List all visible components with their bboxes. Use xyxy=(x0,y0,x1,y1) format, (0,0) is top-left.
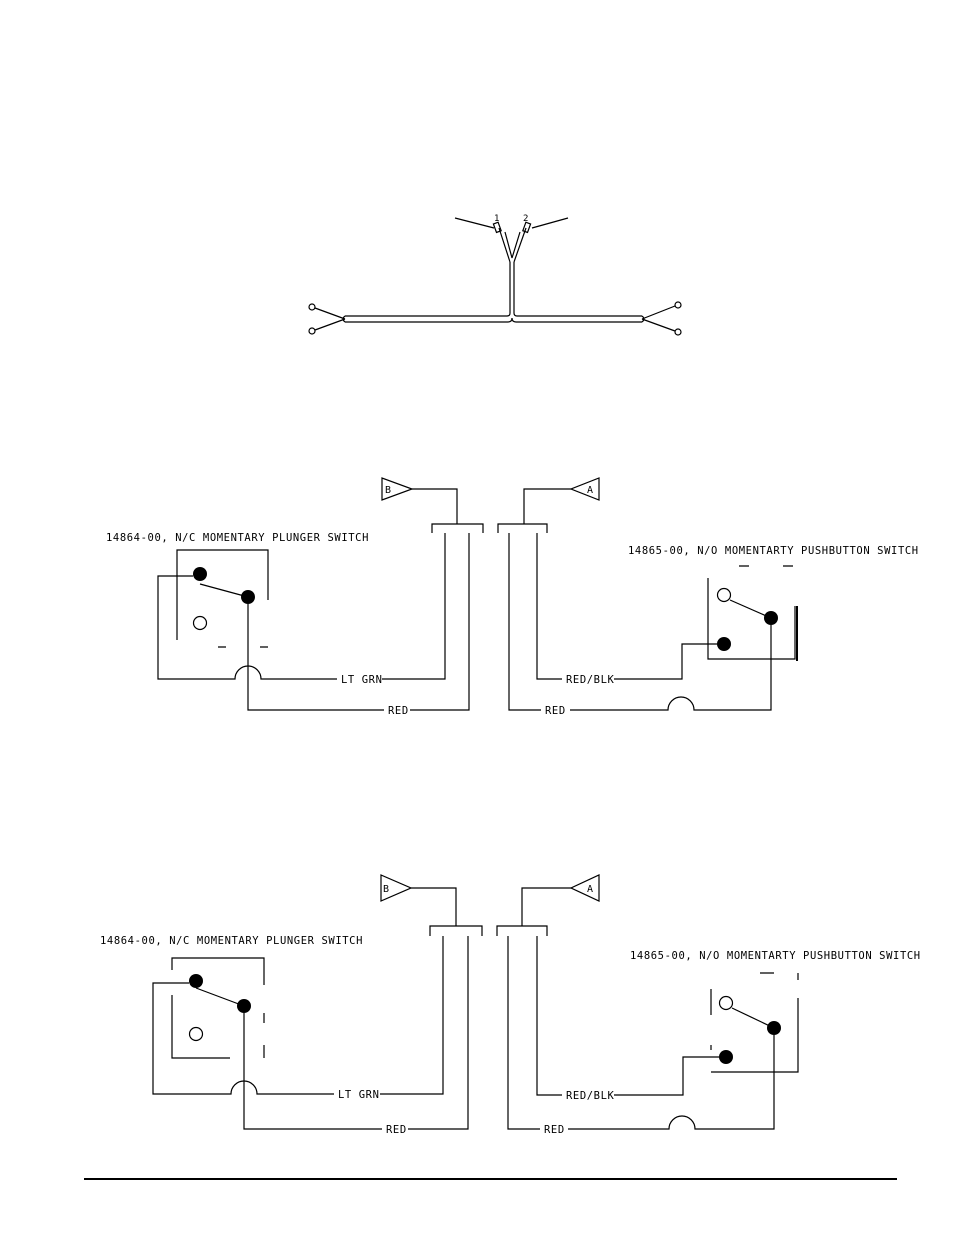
connector-b-label: B xyxy=(383,884,389,895)
wire-lt-grn-right xyxy=(380,936,443,1094)
connector-b-housing xyxy=(432,524,483,533)
right-terminal-upper xyxy=(675,302,681,308)
leader-2 xyxy=(532,218,568,228)
wire-red-right-right xyxy=(570,625,771,710)
left-switch-contact-1 xyxy=(189,974,203,988)
wire-red-blk-left xyxy=(537,533,562,679)
connector-b-housing xyxy=(430,926,482,936)
left-switch-contact-1 xyxy=(193,567,207,581)
wire-red-left xyxy=(248,604,384,710)
wire-red-blk-left xyxy=(537,936,562,1095)
wire-red-left xyxy=(244,1013,382,1129)
connector-a-lead xyxy=(522,888,571,926)
pin-label-1: 1 xyxy=(494,214,499,224)
connector-a-housing xyxy=(498,524,547,533)
left-terminal-lower xyxy=(309,328,315,334)
right-switch-contact-2 xyxy=(717,637,731,651)
left-switch-blade xyxy=(200,584,248,597)
connector-a-lead xyxy=(524,489,571,524)
wire-red-left-to-conn xyxy=(408,936,468,1129)
wire-red-right-right xyxy=(568,1035,774,1129)
wire-label-red-left: RED xyxy=(386,1124,407,1136)
connector-a-label: A xyxy=(587,485,593,496)
left-switch-open-contact xyxy=(194,617,207,630)
left-terminal-upper xyxy=(309,304,315,310)
left-switch-label: 14864-00, N/C MOMENTARY PLUNGER SWITCH xyxy=(100,935,363,947)
right-switch-outline-left xyxy=(711,973,774,1050)
right-switch-label: 14865-00, N/O MOMENTARTY PUSHBUTTON SWIT… xyxy=(630,950,921,962)
right-switch-open-contact xyxy=(718,589,731,602)
wire-red-blk-right xyxy=(614,644,717,679)
connector-a-flag xyxy=(571,478,599,500)
wire-label-red-left: RED xyxy=(388,705,409,717)
wire-red-right-left xyxy=(509,533,541,710)
wire-label-red-blk: RED/BLK xyxy=(566,1090,615,1102)
wire-label-red-right: RED xyxy=(544,1124,565,1136)
harness-drawing: 1 2 xyxy=(309,214,681,335)
left-switch-outline-top xyxy=(172,958,264,985)
right-switch-blade xyxy=(732,1008,774,1028)
connector-a-housing xyxy=(497,926,547,936)
wire-red-left-to-conn xyxy=(410,533,469,710)
wire-label-red-blk: RED/BLK xyxy=(566,674,615,686)
wire-red-blk-right xyxy=(614,1057,719,1095)
right-switch-contact-2 xyxy=(719,1050,733,1064)
wire-lt-grn-right xyxy=(382,533,445,679)
right-switch-open-contact xyxy=(720,997,733,1010)
right-terminal-lower xyxy=(675,329,681,335)
wire-label-lt-grn: LT GRN xyxy=(341,674,383,686)
right-switch-blade xyxy=(730,600,771,618)
connector-a-label: A xyxy=(587,884,593,895)
left-leads xyxy=(315,308,345,330)
left-switch-open-contact xyxy=(190,1028,203,1041)
leader-1 xyxy=(455,218,494,228)
right-switch-label: 14865-00, N/O MOMENTARTY PUSHBUTTON SWIT… xyxy=(628,545,919,557)
harness-trunk-right-lower xyxy=(512,318,642,322)
wire-label-red-right: RED xyxy=(545,705,566,717)
pin-label-2: 2 xyxy=(523,214,528,224)
connector-b-lead xyxy=(411,888,456,926)
connector-a-flag xyxy=(571,875,599,901)
wire-red-right-left xyxy=(508,936,540,1129)
harness-trunk-left-lower xyxy=(345,318,512,322)
schematic-1: B A 14864-00, N/C MOMENTARY PLUNGER SWIT… xyxy=(106,478,919,717)
right-leads xyxy=(642,306,675,331)
connector-b-label: B xyxy=(385,485,391,496)
wire-label-lt-grn: LT GRN xyxy=(338,1089,380,1101)
harness-trunk-right-upper xyxy=(514,262,642,316)
left-switch-blade xyxy=(196,988,244,1006)
schematic-2: B A 14864-00, N/C MOMENTARY PLUNGER SWIT… xyxy=(100,875,921,1136)
harness-trunk-left-upper xyxy=(345,262,510,316)
connector-b-lead xyxy=(412,489,457,524)
left-switch-label: 14864-00, N/C MOMENTARY PLUNGER SWITCH xyxy=(106,532,369,544)
